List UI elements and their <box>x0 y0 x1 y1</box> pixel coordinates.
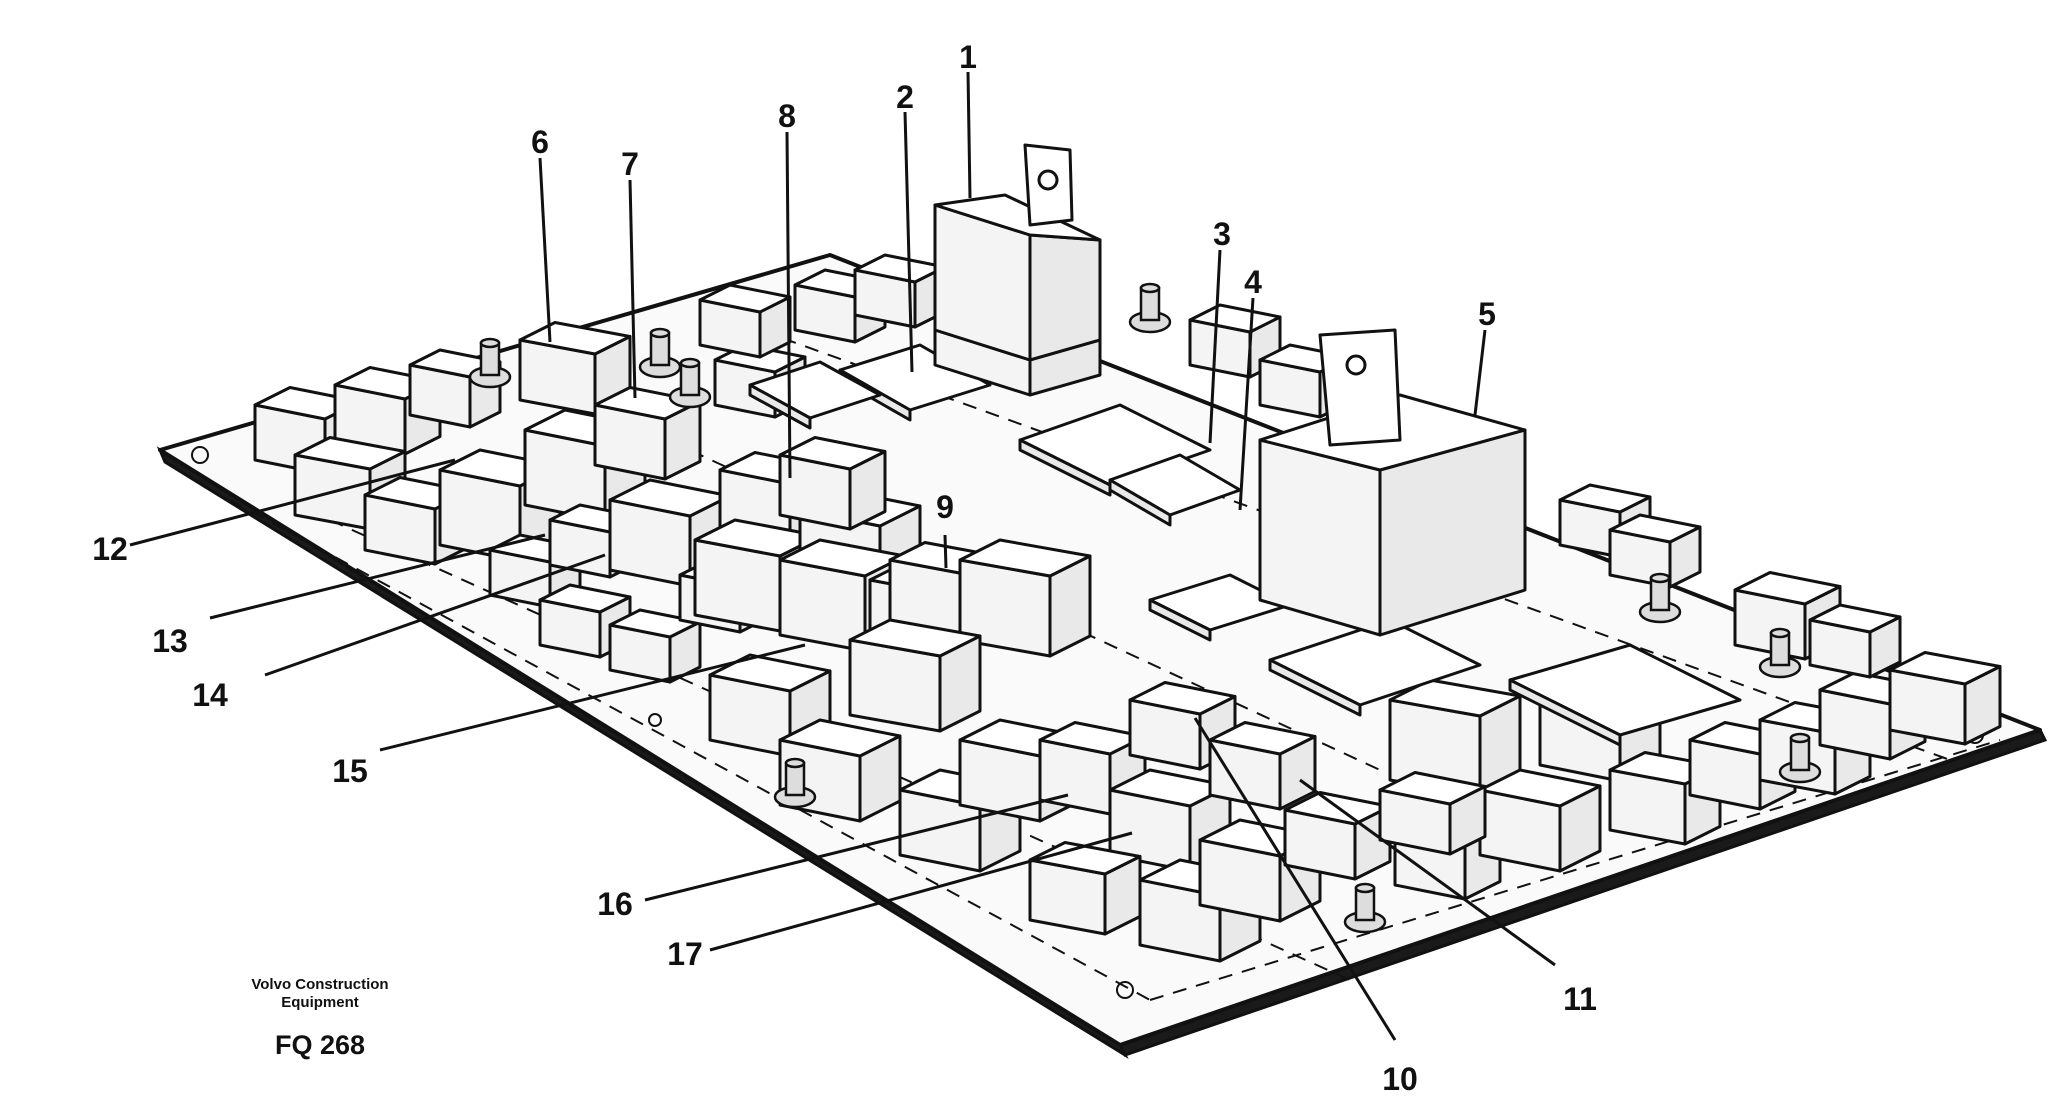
relay-block <box>853 253 947 329</box>
callout-14: 14 <box>192 677 228 713</box>
relay-blocks <box>253 253 2002 963</box>
relay-block <box>518 321 632 416</box>
relay-block <box>1378 771 1487 856</box>
leader-6 <box>538 157 552 343</box>
figure-caption: Volvo Construction Equipment FQ 268 <box>220 976 420 1061</box>
stud-bolt <box>468 337 512 389</box>
relay-block <box>593 386 702 481</box>
leader-13 <box>209 533 546 620</box>
leader-12 <box>129 458 456 547</box>
stud-bolt <box>668 357 712 409</box>
fuse-holders <box>748 343 1742 747</box>
stud-bolt <box>1778 732 1822 784</box>
callout-12: 12 <box>92 531 128 567</box>
callout-8: 8 <box>778 98 796 134</box>
callout-11: 11 <box>1563 981 1597 1017</box>
callout-3: 3 <box>1213 216 1231 252</box>
leader-1 <box>966 71 972 199</box>
relay-block <box>1208 721 1317 811</box>
leader-2 <box>903 111 914 373</box>
relay-block <box>778 436 887 531</box>
relay-block <box>1888 651 2002 746</box>
callout-15: 15 <box>332 753 368 789</box>
caption-brand-sub: Equipment <box>281 994 359 1011</box>
callout-labels: 1 2 3 4 5 6 7 8 9 10 11 12 13 14 15 16 1… <box>92 39 1597 1097</box>
leader-15 <box>379 643 806 752</box>
relay-block <box>608 608 702 684</box>
callout-6: 6 <box>531 124 549 160</box>
leader-14 <box>264 553 606 677</box>
leader-16 <box>644 793 1069 902</box>
caption-brand: Volvo Construction <box>251 976 389 993</box>
leader-9 <box>943 534 948 569</box>
stud-bolt <box>1128 282 1172 334</box>
leader-5 <box>1473 329 1487 416</box>
stud-bolt <box>638 327 682 379</box>
stud-bolt <box>773 757 817 809</box>
leader-3 <box>1208 249 1222 444</box>
relay-block <box>1028 841 1142 936</box>
callout-1: 1 <box>959 39 977 75</box>
leader-17 <box>709 831 1133 952</box>
leader-4 <box>1238 297 1255 511</box>
callout-7: 7 <box>621 146 639 182</box>
relay-1-large <box>933 143 1102 397</box>
callout-13: 13 <box>152 623 188 659</box>
stud-bolt <box>1758 627 1802 679</box>
figure-code: FQ 268 <box>274 1030 366 1060</box>
callout-17: 17 <box>667 936 703 972</box>
terminal-studs <box>468 282 1822 934</box>
relay-block <box>848 618 982 733</box>
relay-block <box>958 538 1092 658</box>
relay-block <box>1478 768 1602 873</box>
leader-11 <box>1299 778 1556 967</box>
relay-block <box>1808 603 1902 679</box>
callout-5: 5 <box>1478 296 1496 332</box>
callout-9: 9 <box>936 489 954 525</box>
relay-block <box>698 283 792 359</box>
leader-7 <box>628 179 637 399</box>
callout-16: 16 <box>597 886 633 922</box>
leader-10 <box>1193 717 1397 1041</box>
relay-5-large <box>1258 328 1527 637</box>
callout-10: 10 <box>1382 1061 1418 1097</box>
callout-4: 4 <box>1244 264 1262 300</box>
callout-2: 2 <box>896 79 914 115</box>
stud-bolt <box>1343 882 1387 934</box>
leader-lines <box>129 71 1556 1041</box>
stud-bolt <box>1638 572 1682 624</box>
leader-8 <box>785 131 792 479</box>
